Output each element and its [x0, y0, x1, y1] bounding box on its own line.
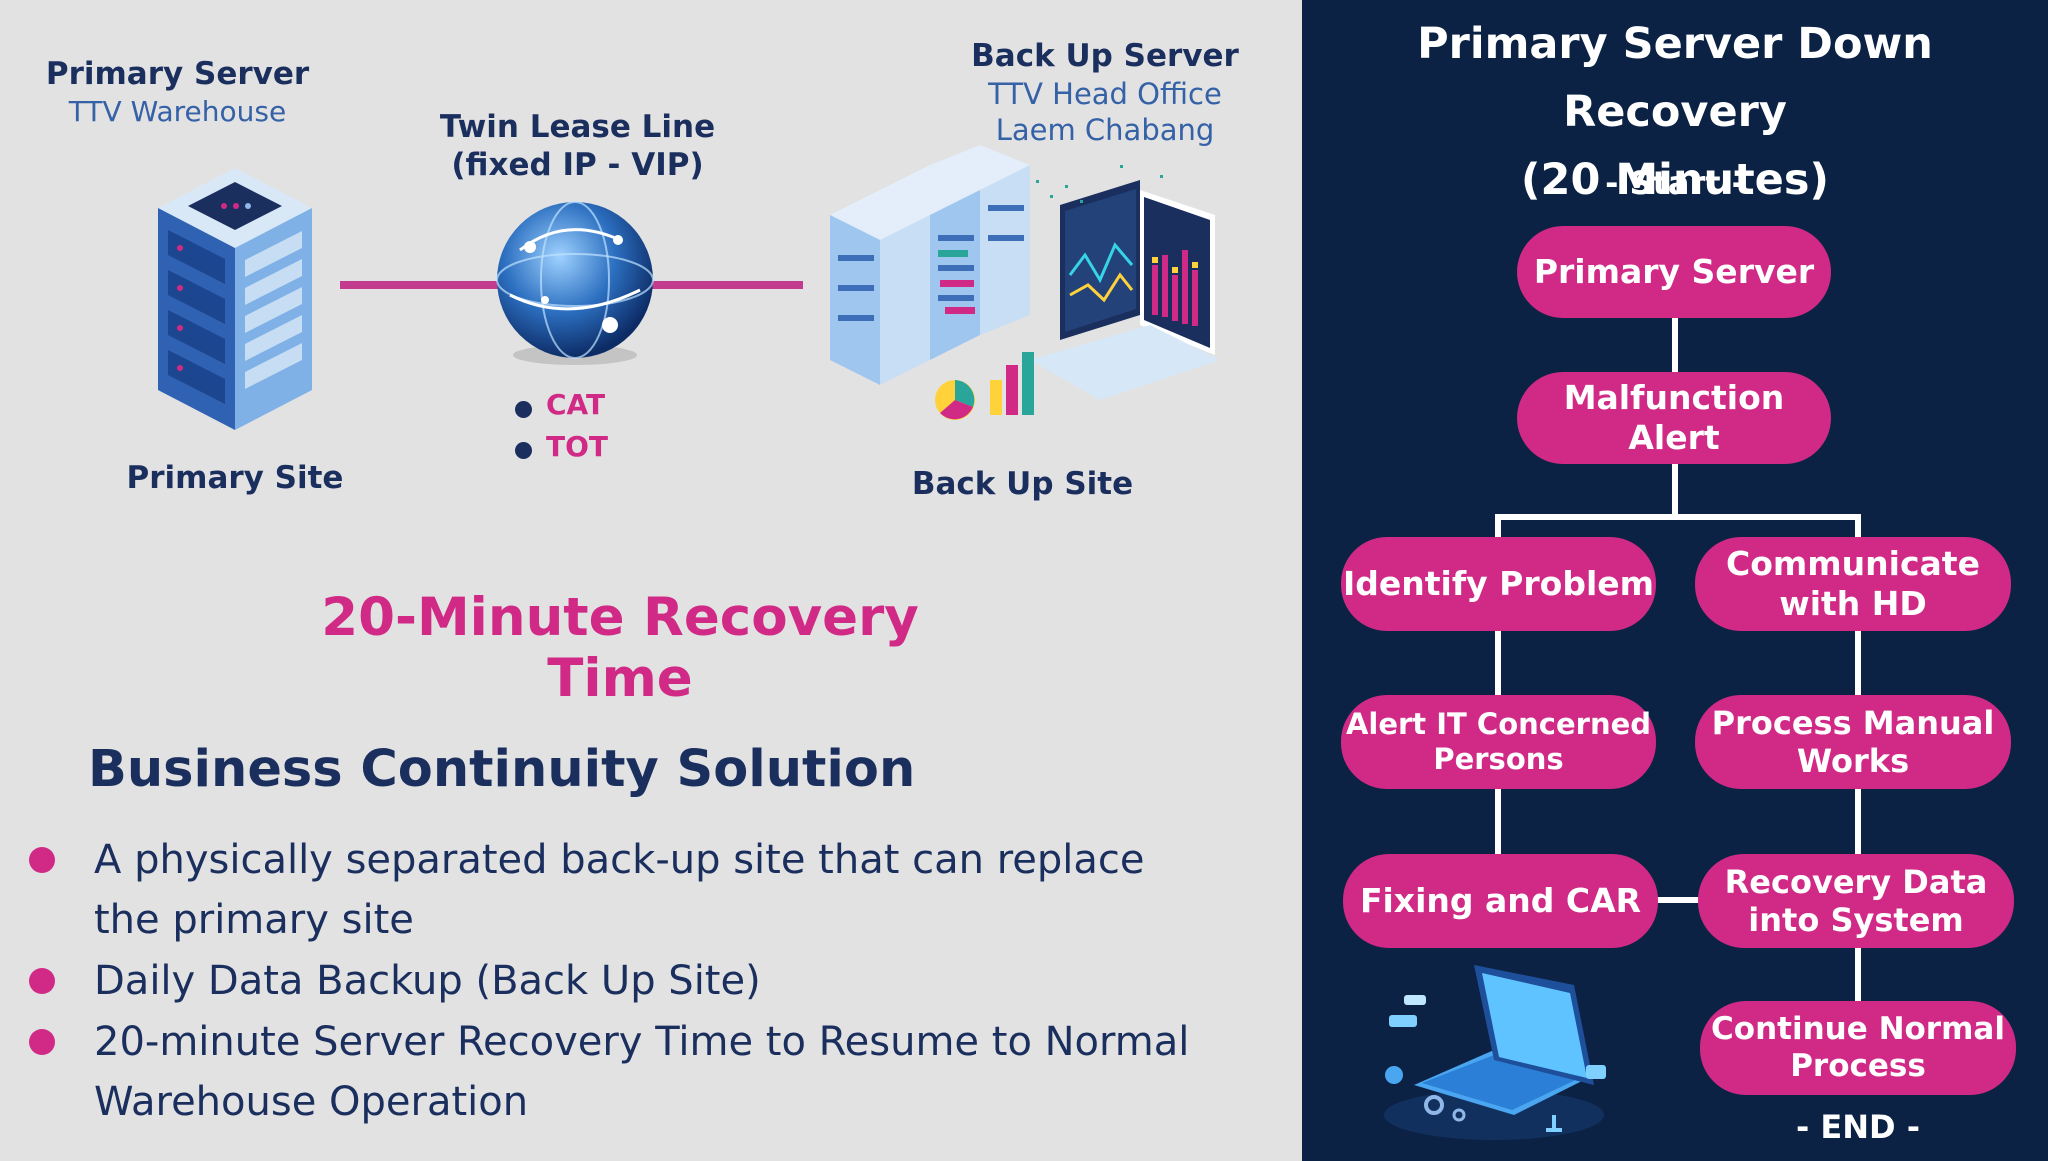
connector-right-1: [1855, 630, 1861, 697]
connector-branch: [1495, 514, 1861, 520]
bullet-dot-1: [29, 847, 55, 873]
step-recovery-data-line1: Recovery Data: [1724, 862, 1988, 901]
connector-fixing-recovery: [1657, 897, 1701, 903]
left-panel: Primary Server TTV Warehouse: [0, 0, 1302, 1161]
connector-branch-right: [1855, 514, 1861, 538]
provider-cat: CAT: [546, 388, 606, 421]
flow-title-line1: Primary Server Down Recovery: [1417, 19, 1933, 137]
step-primary-server: Primary Server: [1517, 226, 1831, 318]
provider-bullet-1: [515, 401, 532, 418]
backup-site-label: Back Up Site: [911, 466, 1134, 502]
step-identify-problem: Identify Problem: [1341, 537, 1656, 631]
provider-bullet-2: [515, 442, 532, 459]
step-fixing-car: Fixing and CAR: [1343, 854, 1658, 948]
recovery-time-heading: 20-Minute Recovery Time: [321, 587, 919, 709]
step-fixing-car-label: Fixing and CAR: [1359, 881, 1642, 921]
backup-server-title: Back Up Server: [971, 38, 1239, 74]
step-continue-normal-line1: Continue Normal: [1711, 1010, 2005, 1047]
recovery-flow-panel: Primary Server Down Recovery (20 Minutes…: [1302, 0, 2048, 1161]
bullet-dot-2: [29, 968, 55, 994]
connector-branch-left: [1495, 514, 1501, 538]
step-alert-it-line2: Persons: [1433, 742, 1564, 776]
backup-location-line1: TTV Head Office: [988, 77, 1222, 111]
backup-location-line2: Laem Chabang: [995, 113, 1215, 147]
connector-2: [1672, 460, 1678, 520]
flow-start-label: - Start -: [1605, 164, 1745, 202]
step-communicate-hd: Communicate with HD: [1695, 537, 2011, 631]
step-process-manual: Process Manual Works: [1695, 695, 2011, 789]
flow-title: Primary Server Down Recovery (20 Minutes…: [1302, 10, 2048, 214]
step-primary-server-label: Primary Server: [1533, 252, 1815, 292]
continuity-bullet-3-line2: Warehouse Operation: [94, 1079, 529, 1125]
lease-line-title-line2: (fixed IP - VIP): [451, 147, 704, 183]
step-communicate-hd-line1: Communicate: [1726, 544, 1980, 584]
step-alert-it: Alert IT Concerned Persons: [1341, 695, 1656, 789]
primary-server-title: Primary Server: [45, 56, 310, 92]
backup-server-location: TTV Head Office Laem Chabang: [960, 76, 1250, 148]
step-recovery-data-line2: into System: [1748, 901, 1964, 939]
connector-right-2: [1855, 788, 1861, 855]
flow-title-line2: (20 Minutes): [1520, 155, 1830, 205]
step-malfunction-alert: Malfunction Alert: [1517, 372, 1831, 464]
connector-1: [1672, 315, 1678, 375]
backup-datacenter-icon: [830, 145, 1220, 420]
connector-right-3: [1855, 946, 1861, 1004]
continuity-heading: Business Continuity Solution: [88, 740, 916, 799]
step-process-manual-line2: Works: [1796, 742, 1910, 780]
continuity-bullet-2: Daily Data Backup (Back Up Site): [94, 958, 761, 1004]
continuity-bullet-1: A physically separated back-up site that…: [94, 830, 1234, 950]
primary-server-location: TTV Warehouse: [68, 95, 287, 128]
connector-left-1: [1495, 630, 1501, 697]
continuity-bullet-3-line1: 20-minute Server Recovery Time to Resume…: [94, 1019, 1190, 1065]
step-alert-it-line1: Alert IT Concerned: [1345, 707, 1652, 742]
bullet-dot-3: [29, 1029, 55, 1055]
step-communicate-hd-line2: with HD: [1779, 584, 1927, 623]
flow-end-label: - END -: [1795, 1108, 1921, 1146]
continuity-bullet-1-line1: A physically separated back-up site that…: [94, 837, 1145, 883]
lease-line-title: Twin Lease Line (fixed IP - VIP): [410, 108, 745, 184]
continuity-bullet-1-line2: the primary site: [94, 897, 414, 943]
server-rack-icon: [158, 168, 312, 430]
connector-left-2: [1495, 788, 1501, 855]
lease-line-title-line1: Twin Lease Line: [439, 109, 716, 145]
provider-tot: TOT: [546, 430, 609, 463]
continuity-bullet-3: 20-minute Server Recovery Time to Resume…: [94, 1012, 1234, 1132]
step-continue-normal-line2: Process: [1790, 1048, 1926, 1084]
step-identify-problem-label: Identify Problem: [1342, 564, 1655, 604]
step-recovery-data: Recovery Data into System: [1698, 854, 2014, 948]
step-malfunction-alert-label: Malfunction Alert: [1563, 378, 1785, 457]
primary-site-label: Primary Site: [126, 460, 344, 496]
step-process-manual-line1: Process Manual: [1711, 703, 1995, 742]
step-continue-normal: Continue Normal Process: [1700, 1001, 2016, 1095]
laptop-cloud-icon: [1384, 965, 1606, 1140]
globe-network-icon: [496, 201, 654, 365]
